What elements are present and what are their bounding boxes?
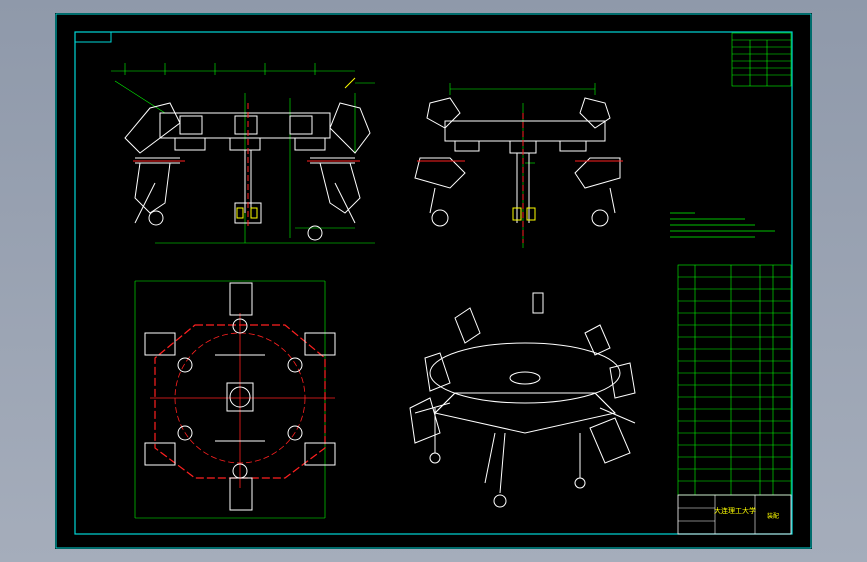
revision-table (731, 32, 792, 87)
drawing-canvas: 大连理工大学 装配 (55, 13, 812, 549)
technical-notes (670, 212, 775, 238)
inner-frame (74, 31, 793, 535)
title-block: 大连理工大学 装配 (677, 494, 792, 535)
drawing-sheet: 大连理工大学 装配 (55, 13, 812, 549)
top-view (134, 280, 336, 519)
drawing-number: 装配 (767, 512, 779, 520)
drawing-title: 大连理工大学 (714, 506, 756, 515)
outer-frame (55, 13, 812, 549)
side-view (414, 83, 623, 248)
parts-list-table (677, 264, 792, 496)
isometric-view (409, 292, 636, 508)
front-view (111, 63, 375, 244)
frame-corner-mark (75, 32, 112, 43)
top-view-dimensions (134, 280, 326, 519)
